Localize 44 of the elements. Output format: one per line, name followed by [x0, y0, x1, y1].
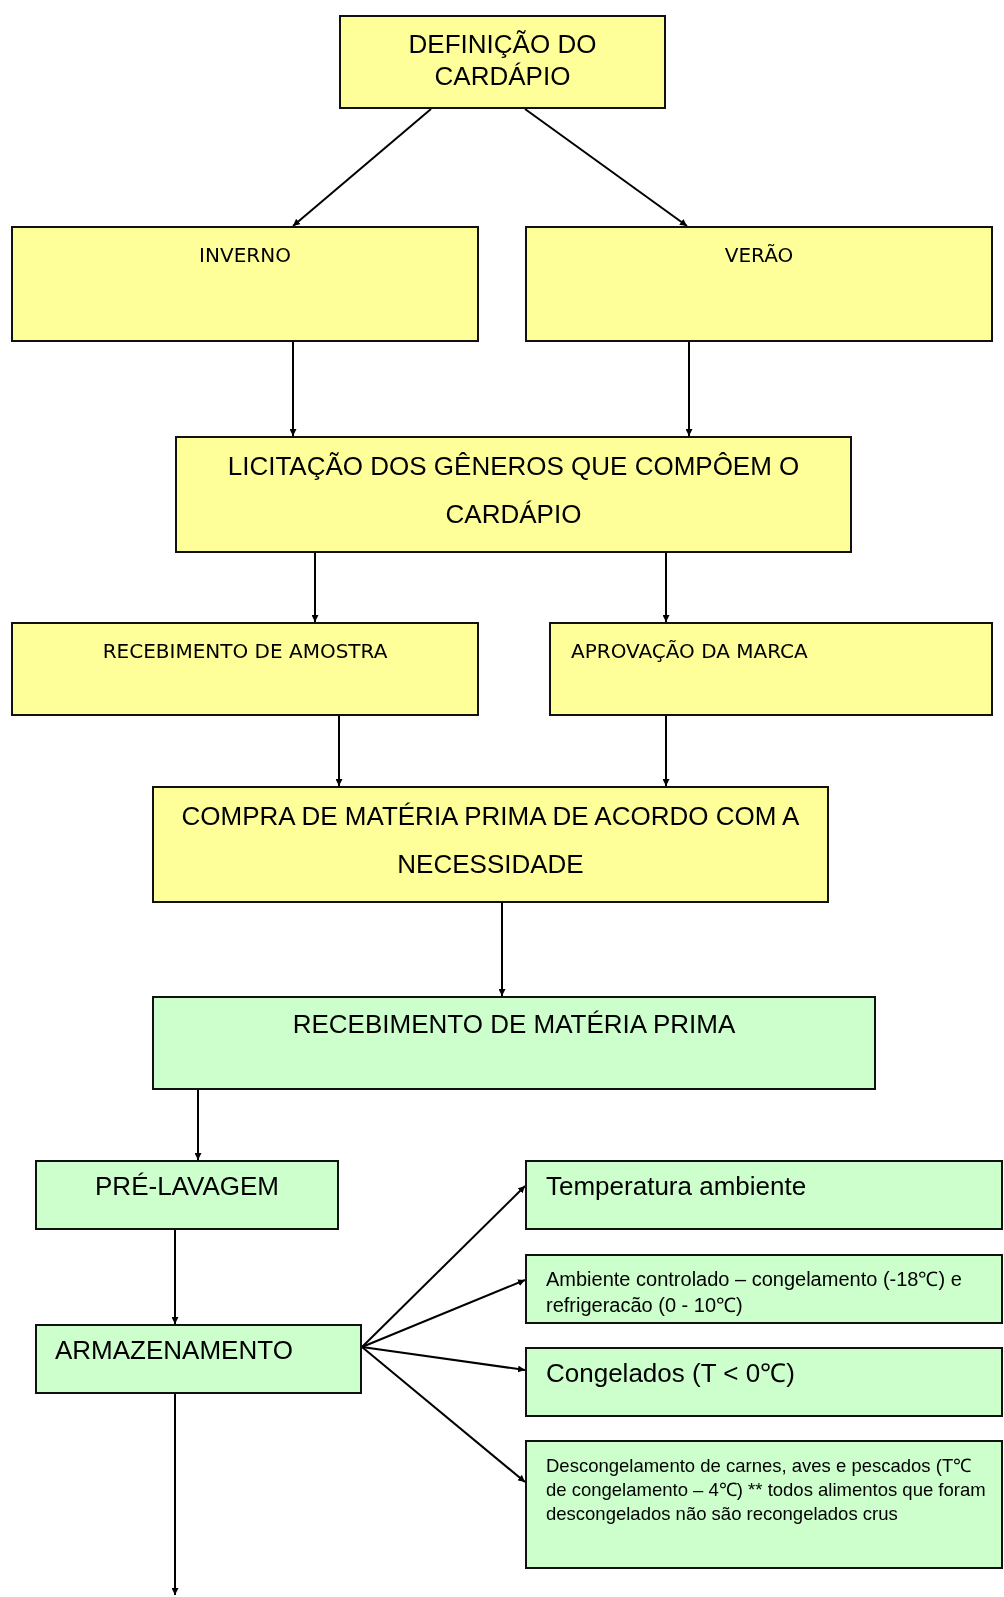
arrow [335, 715, 343, 787]
arrow [662, 715, 670, 787]
arrow [361, 1185, 526, 1348]
box-label: Ambiente controlado – congelamento (-18℃) e refrigeracão (0 - 10℃) [546, 1267, 963, 1318]
arrow [361, 1279, 526, 1348]
box-label: Congelados (T < 0℃) [546, 1357, 795, 1389]
arrow [171, 1393, 179, 1596]
process-box [339, 15, 666, 109]
arrow [292, 108, 432, 227]
box-label: PRÉ-LAVAGEM [95, 1170, 279, 1202]
process-box [525, 1254, 1003, 1324]
process-box [525, 226, 993, 342]
process-box [525, 1160, 1003, 1230]
process-box [11, 622, 479, 716]
process-box [549, 622, 993, 716]
arrow [524, 108, 688, 227]
process-box [35, 1160, 339, 1230]
arrow [289, 341, 297, 437]
process-box [35, 1324, 362, 1394]
arrow [685, 341, 693, 437]
process-box [152, 786, 829, 903]
process-box [152, 996, 876, 1090]
box-label: RECEBIMENTO DE AMOSTRA [102, 638, 388, 664]
arrow [171, 1229, 179, 1325]
box-label: RECEBIMENTO DE MATÉRIA PRIMA [292, 1008, 736, 1040]
arrow [498, 902, 506, 997]
arrow [361, 1346, 526, 1483]
box-label: DEFINIÇÃO DO CARDÁPIO [407, 28, 598, 92]
box-label: COMPRA DE MATÉRIA PRIMA DE ACORDO COM A NECESSIDADE [180, 800, 801, 881]
process-box [525, 1440, 1003, 1569]
arrow [361, 1346, 526, 1373]
box-label: INVERNO [199, 242, 291, 268]
process-box [525, 1347, 1003, 1417]
box-label: VERÃO [724, 242, 794, 268]
arrow [311, 552, 319, 623]
box-label: APROVAÇÃO DA MARCA [571, 638, 808, 664]
arrow [194, 1089, 202, 1161]
process-box [11, 226, 479, 342]
box-label: Temperatura ambiente [546, 1170, 807, 1202]
box-label: Descongelamento de carnes, aves e pescados (T℃ de congelamento – 4℃) ** todos alimentos que foram descongelados não são recongelados crus [546, 1454, 987, 1526]
process-box [175, 436, 852, 553]
arrow [662, 552, 670, 623]
box-label: LICITAÇÃO DOS GÊNEROS QUE COMPÔEM O CARDÁPIO [226, 450, 801, 531]
box-label: ARMAZENAMENTO [55, 1334, 293, 1366]
